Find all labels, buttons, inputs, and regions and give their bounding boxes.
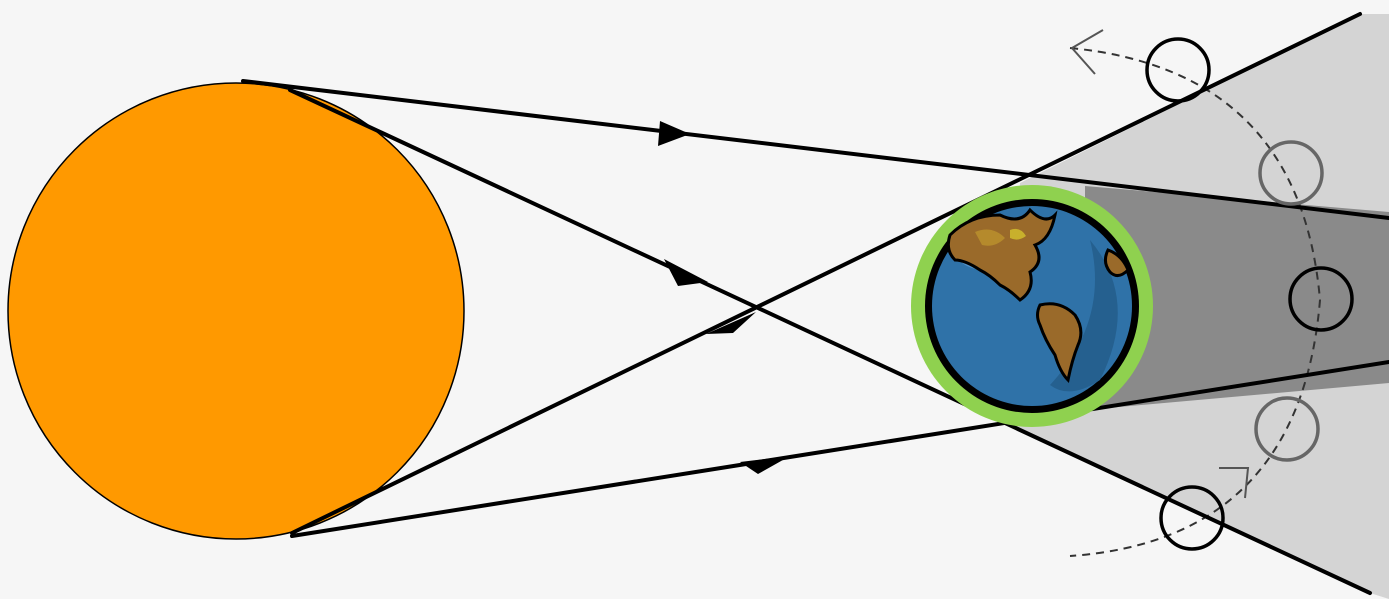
ray-arrow-2-icon [664,259,708,286]
orbit-arrow-top-icon [1070,29,1104,75]
earth-globe-icon [911,185,1153,427]
moon-outside-shadow-bottom [1159,485,1225,551]
ray-bottom-outer [290,360,1389,538]
ray-arrow-1-icon [658,121,690,146]
moon-umbra-center [1288,266,1354,332]
moon-penumbra-lower [1254,396,1320,462]
moon-penumbra-upper [1258,140,1324,206]
ray-top-outer [241,79,1389,220]
orbit-arrow-bottom-icon [1219,467,1250,499]
ray-arrow-3-icon [706,312,756,334]
moon-outside-shadow-top [1145,37,1211,103]
ray-top-cross [288,88,1372,595]
sun-icon [7,82,465,540]
umbra-region [1085,186,1389,410]
moon-orbit-path [1069,47,1322,557]
ray-arrow-4-icon [740,456,790,474]
